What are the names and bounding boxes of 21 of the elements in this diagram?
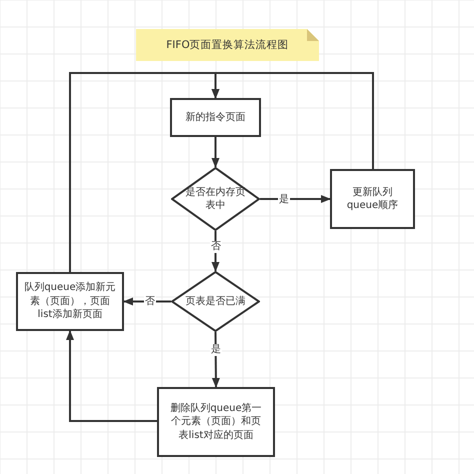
node-text: 页表是否已满 [186,294,246,308]
edge-label: 是 [278,194,290,206]
edge-label: 否 [210,241,222,253]
edge-label: 否 [144,296,156,308]
edge-label: 是 [210,344,222,356]
arrow [66,330,157,422]
decision-diamond [171,167,260,231]
arrow [212,332,220,388]
node-text: 删除队列queue第一个元素（页面）和页表list对应的页面 [169,402,263,442]
process-box [157,387,275,457]
diagram-title: FIFO页面置换算法流程图 [166,38,289,52]
node-text: 更新队列queue顺序 [346,186,400,212]
node-text: 队列queue添加新元素（页面），页面list添加新页面 [24,281,116,322]
process-box [16,272,124,331]
process-box [170,98,261,137]
process-box [330,169,415,229]
arrow [260,195,331,203]
decision-diamond [171,271,260,332]
arrow [69,72,220,272]
arrow [212,137,220,168]
node-text: 新的指令页面 [186,110,246,124]
